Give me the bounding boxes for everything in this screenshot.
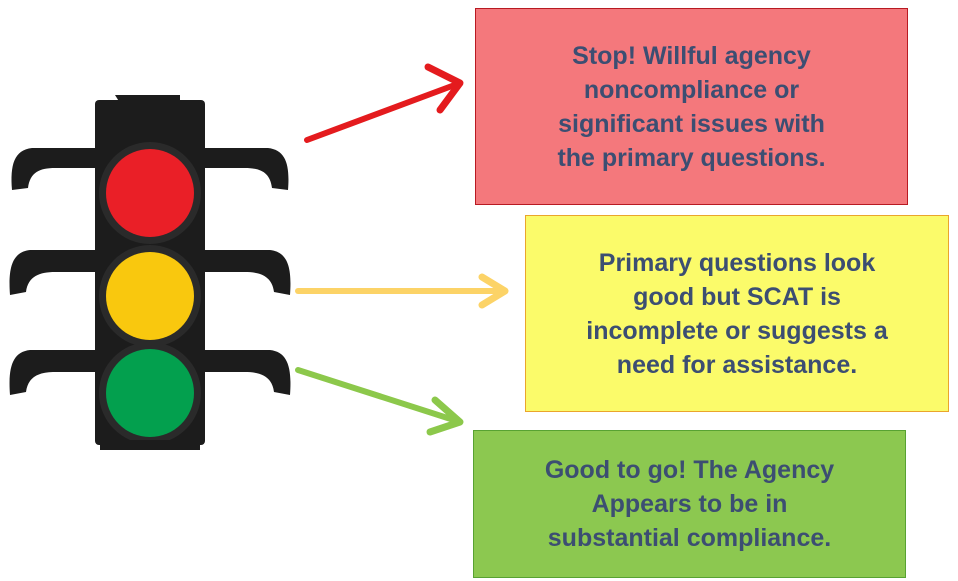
visor-right-bottom [205, 350, 291, 395]
visor-right-middle [205, 250, 291, 295]
caution-status-box: Primary questions look good but SCAT is … [525, 215, 949, 412]
stop-status-text: Stop! Willful agency noncompliance or si… [557, 41, 826, 172]
red-light [106, 149, 194, 237]
visor-left-middle [9, 250, 95, 295]
traffic-light-icon [9, 95, 291, 450]
arrow-go [295, 367, 464, 436]
go-status-text: Good to go! The Agency Appears to be in … [544, 456, 835, 552]
traffic-light-base [100, 440, 200, 450]
stop-status-box: Stop! Willful agency noncompliance or si… [475, 8, 908, 205]
arrow-caution [295, 273, 509, 309]
visor-left-bottom [9, 350, 95, 395]
arrow-stop [304, 63, 464, 143]
visor-right-top [205, 148, 289, 190]
caution-status-text: Primary questions look good but SCAT is … [586, 248, 888, 379]
go-status-box: Good to go! The Agency Appears to be in … [473, 430, 906, 578]
green-light [106, 349, 194, 437]
yellow-light [106, 252, 194, 340]
visor-left-top [11, 148, 95, 190]
